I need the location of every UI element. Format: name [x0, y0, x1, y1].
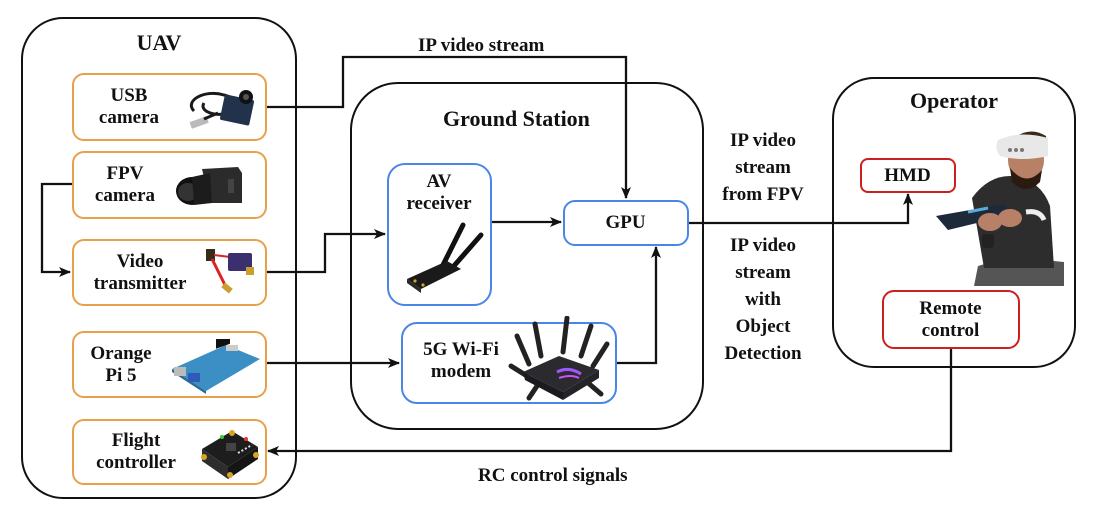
fpv-camera-icon — [176, 167, 242, 205]
wifi-router-icon — [508, 316, 610, 401]
detection-stream-label-line5: Detection — [724, 343, 802, 364]
video-transmitter-label-line1: Video — [116, 251, 164, 272]
uav-title: UAV — [136, 30, 182, 55]
fpv-camera-label-line1: FPV — [106, 163, 144, 184]
single-board-computer-icon — [172, 339, 260, 394]
wire-remote-to-flight-controller — [267, 348, 953, 456]
wifi-modem-label-line2: modem — [430, 361, 492, 382]
wire-gpu-to-hmd — [688, 193, 913, 225]
hmd-label: HMD — [884, 165, 931, 186]
rc-control-signals-label: RC control signals — [478, 465, 628, 486]
wifi-modem-node[interactable]: 5G Wi-Fi modem — [401, 316, 617, 404]
detection-stream-label: IP video stream with Object Detection — [713, 232, 813, 367]
av-receiver-icon — [407, 222, 484, 293]
ip-video-stream-label: IP video stream — [418, 35, 545, 56]
usb-camera-label-line2: camera — [98, 107, 160, 128]
flight-controller-icon — [201, 430, 259, 479]
remote-control-node[interactable]: Remote control — [882, 290, 1020, 349]
gpu-label: GPU — [605, 212, 646, 233]
av-receiver-node[interactable]: AV receiver — [387, 163, 492, 306]
uav-group — [21, 17, 297, 499]
fpv-stream-label: IP video stream from FPV — [713, 127, 813, 208]
flight-controller-label-line1: Flight — [111, 430, 161, 451]
remote-control-label-line2: control — [921, 320, 980, 341]
orange-pi-label-line2: Pi 5 — [105, 365, 137, 386]
flight-controller-node[interactable]: Flight controller — [72, 419, 267, 485]
usb-camera-icon — [189, 90, 255, 129]
detection-stream-label-line3: with — [745, 289, 781, 310]
fpv-camera-node[interactable]: FPV camera — [72, 151, 267, 219]
fpv-camera-label-line2: camera — [94, 185, 156, 206]
flight-controller-label-line2: controller — [96, 452, 176, 473]
wire-modem-to-gpu — [616, 246, 661, 365]
wire-fpv-to-transmitter — [40, 182, 72, 277]
wifi-modem-label-line1: 5G Wi-Fi — [423, 339, 499, 360]
orange-pi-label-line1: Orange — [90, 343, 152, 364]
ground-station-title: Ground Station — [443, 106, 590, 131]
av-receiver-label-line2: receiver — [406, 193, 472, 214]
gpu-node[interactable]: GPU — [563, 200, 689, 246]
fpv-stream-label-line3: from FPV — [722, 184, 804, 205]
operator-person-icon — [936, 131, 1064, 286]
wire-usb-to-gpu — [266, 55, 631, 199]
detection-stream-label-line2: stream — [735, 262, 791, 283]
ground-station-group — [350, 82, 704, 430]
video-transmitter-label-line2: transmitter — [93, 273, 187, 294]
fpv-stream-label-line2: stream — [735, 157, 791, 178]
video-transmitter-node[interactable]: Video transmitter — [72, 239, 267, 306]
operator-group — [832, 77, 1076, 368]
detection-stream-label-line4: Object — [735, 316, 791, 337]
operator-title: Operator — [910, 88, 998, 113]
remote-control-label-line1: Remote — [919, 298, 982, 319]
usb-camera-label-line1: USB — [110, 85, 148, 106]
orange-pi-node[interactable]: Orange Pi 5 — [72, 331, 267, 398]
hmd-node[interactable]: HMD — [860, 158, 956, 193]
usb-camera-node[interactable]: USB camera — [72, 73, 267, 141]
av-receiver-label-line1: AV — [426, 171, 452, 192]
detection-stream-label-line1: IP video — [730, 235, 796, 256]
video-transmitter-icon — [206, 249, 254, 294]
fpv-stream-label-line1: IP video — [730, 130, 796, 151]
